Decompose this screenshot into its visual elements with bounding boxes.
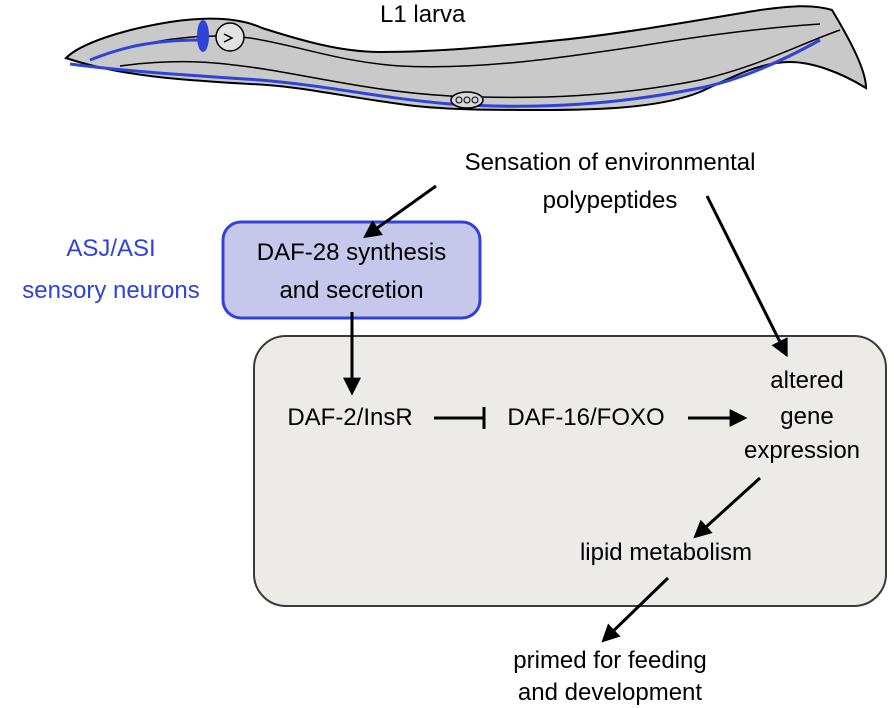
node-daf28-line2: and secretion <box>279 277 424 304</box>
arrow-sensation-to-daf28 <box>363 184 437 239</box>
tissue-box <box>253 335 887 607</box>
node-daf16: DAF-16/FOXO <box>507 404 665 431</box>
node-sensation-line1: Sensation of environmental <box>464 149 756 176</box>
node-primed-line2: and development <box>517 679 703 706</box>
worm-inner-line-bottom <box>119 29 841 99</box>
pharynx-valve <box>223 33 234 43</box>
worm-body <box>64 5 868 112</box>
gonad-cell <box>455 96 463 104</box>
worm-inner-line-top <box>99 23 821 68</box>
node-gene-expression-line3: expression <box>743 437 861 464</box>
node-daf28-line1: DAF-28 synthesis <box>256 239 447 266</box>
node-primed-line1: primed for feeding <box>513 647 707 674</box>
node-daf2: DAF-2/InsR <box>287 404 413 431</box>
gonad-cell <box>463 96 471 104</box>
node-sensation-line2: polypeptides <box>542 187 678 214</box>
neuron-process-top <box>89 38 201 62</box>
neuron-process-bottom <box>69 38 821 108</box>
worm-illustration <box>64 5 868 112</box>
arrow-sensation-to-gene-expression <box>705 195 788 358</box>
gonad-cell <box>471 96 479 104</box>
node-lipid: lipid metabolism <box>579 539 753 566</box>
neuron-label-line2: sensory neurons <box>22 277 200 304</box>
gonad <box>450 91 484 109</box>
nerve-ring <box>197 20 209 52</box>
node-gene-expression-line2: gene <box>780 403 834 430</box>
neuron-label-line1: ASJ/ASI <box>66 235 156 262</box>
node-gene-expression-line1: altered <box>770 367 844 394</box>
arrow-gene-expression-to-lipid <box>693 476 762 539</box>
figure-title: L1 larva <box>380 1 466 28</box>
arrow-lipid-to-primed <box>601 576 670 643</box>
